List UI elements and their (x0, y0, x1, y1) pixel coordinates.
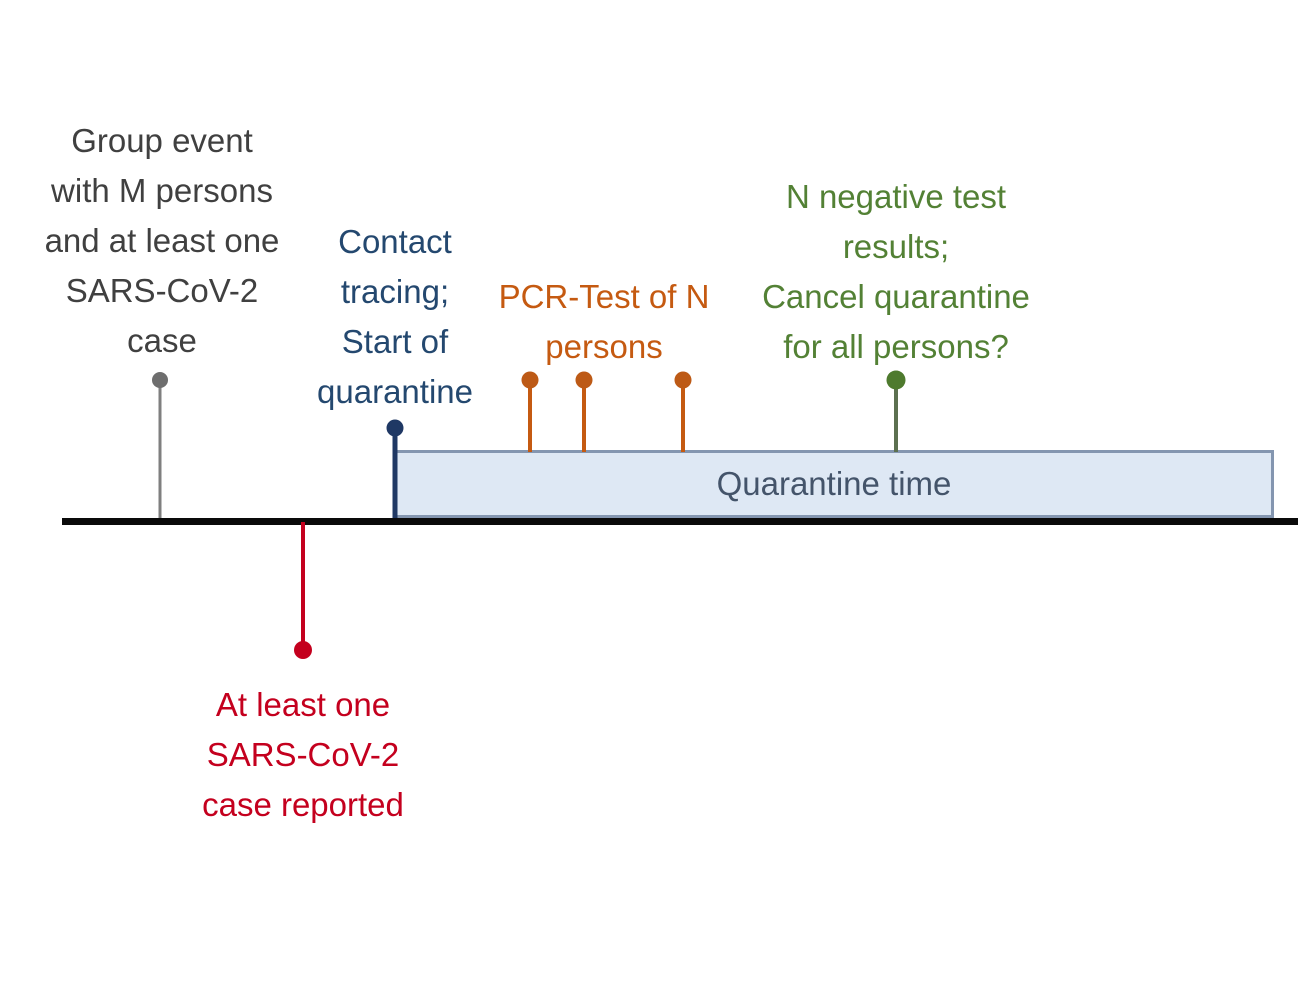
negative-results-marker-stem (894, 380, 898, 452)
contact-tracing-marker-stem (392, 428, 398, 520)
case-reported-marker-stem (301, 522, 305, 650)
pcr-test-marker-dot-3 (674, 371, 692, 389)
timeline-axis (62, 518, 1298, 525)
pcr-test-marker-stem-2 (582, 380, 586, 452)
case-reported-marker-dot (294, 641, 312, 659)
pcr-test-marker-stem-3 (681, 380, 685, 452)
group-event-label: Group event with M persons and at least … (44, 122, 280, 359)
pcr-test-label: PCR-Test of N persons (498, 278, 710, 365)
contact-tracing-marker-dot (386, 419, 404, 437)
pcr-test-marker-stem-1 (528, 380, 532, 452)
group-event-marker-stem (158, 380, 162, 520)
negative-results-label: N negative test results; Cancel quaranti… (762, 178, 1030, 365)
case-reported-label: At least one SARS-CoV-2 case reported (202, 686, 404, 823)
pcr-test-marker-dot-1 (521, 371, 539, 389)
pcr-test-marker-dot-2 (575, 371, 593, 389)
quarantine-time-label: Quarantine time (716, 465, 952, 502)
quarantine-time-box: Quarantine time (394, 450, 1274, 518)
contact-tracing-label: Contact tracing; Start of quarantine (317, 223, 473, 410)
negative-results-marker-dot (886, 370, 906, 390)
group-event-marker-dot (152, 372, 168, 388)
